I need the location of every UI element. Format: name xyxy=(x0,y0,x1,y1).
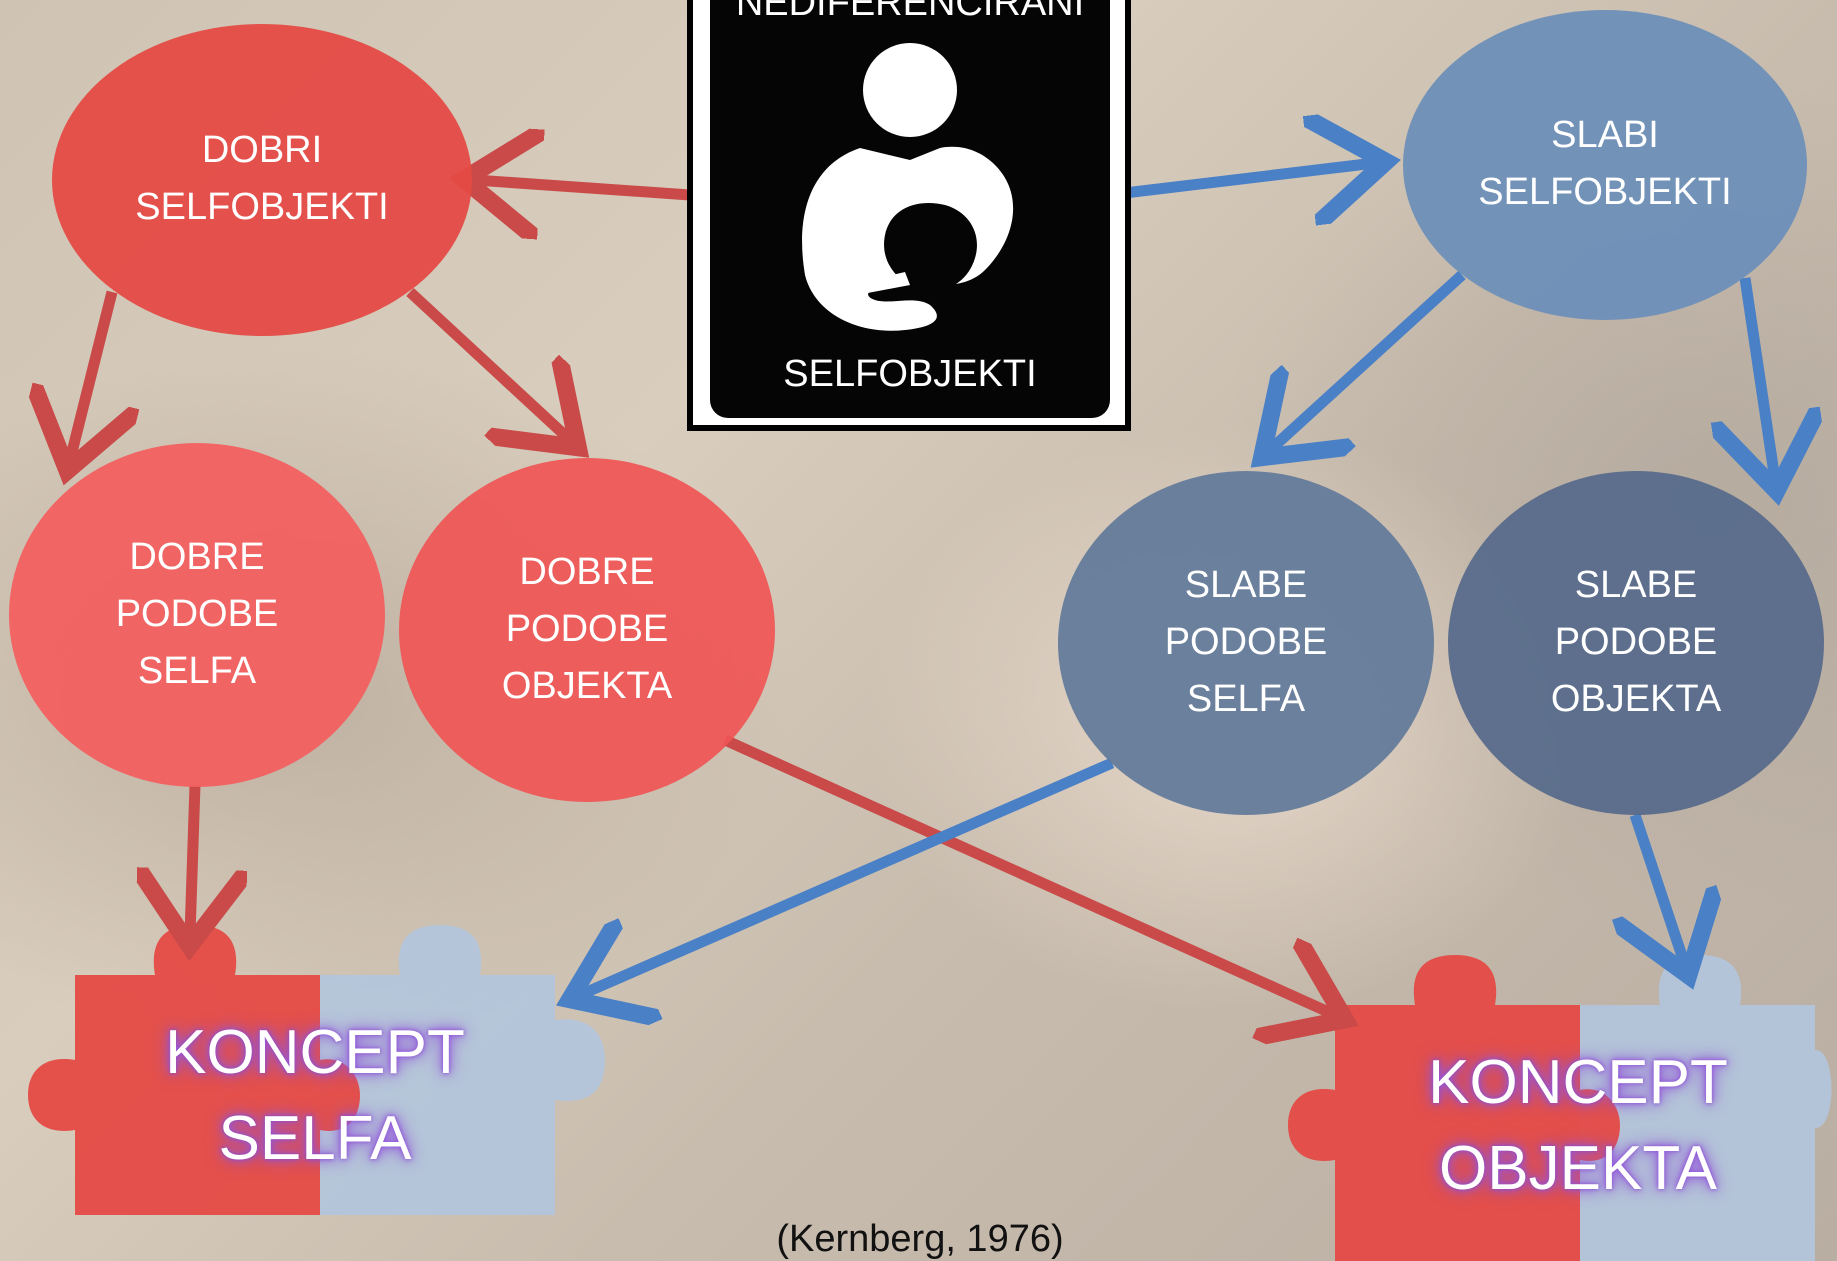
node-dobre-podobe-selfa xyxy=(9,443,385,787)
arrow-dobri-to-dobre-selfa xyxy=(70,290,112,460)
arrow-box-to-slabi xyxy=(1124,163,1375,193)
node-slabe-podobe-selfa xyxy=(1058,471,1434,815)
top-box-title: NEDIFERENCIRANI xyxy=(735,0,1085,24)
arrow-slabe-selfa-to-koncept-selfa xyxy=(580,757,1115,995)
label-koncept-objekta: KONCEPT OBJEKTA xyxy=(1378,1040,1778,1212)
label-line: DOBRI xyxy=(201,129,323,171)
label-line: SLABE xyxy=(1184,564,1308,606)
label-line: OBJEKTA xyxy=(1439,1134,1717,1203)
label-slabe-podobe-selfa: SLABE PODOBE SELFA xyxy=(1096,557,1396,728)
label-line: SELFOBJEKTI xyxy=(135,186,389,228)
label-line: DOBRE xyxy=(519,551,655,593)
arrow-box-to-dobri xyxy=(475,180,691,195)
label-line: DOBRE xyxy=(129,536,265,578)
node-dobre-podobe-objekta xyxy=(399,458,775,802)
label-line: PODOBE xyxy=(1554,621,1718,663)
label-line: SELFA xyxy=(1186,678,1306,720)
node-slabe-podobe-objekta xyxy=(1448,471,1824,815)
puzzle-piece-red-right xyxy=(1288,955,1620,1261)
label-slabe-podobe-objekta: SLABE PODOBE OBJEKTA xyxy=(1486,557,1786,728)
puzzle-koncept-selfa xyxy=(28,925,605,1215)
puzzle-piece-blue-left xyxy=(320,925,605,1215)
label-line: PODOBE xyxy=(505,608,669,650)
arrow-dobre-selfa-to-koncept-selfa xyxy=(190,784,195,935)
arrow-slabi-to-slabe-selfa xyxy=(1270,270,1466,450)
label-slabi-selfobjekti: SLABI SELFOBJEKTI xyxy=(1435,107,1775,221)
puzzle-koncept-objekta xyxy=(1288,955,1832,1261)
label-line: KONCEPT xyxy=(1428,1048,1728,1117)
label-line: SLABI xyxy=(1551,114,1659,156)
top-box-subtitle: SELFOBJEKTI xyxy=(783,353,1037,395)
arrow-slabi-to-slabe-objekta xyxy=(1745,277,1775,480)
node-slabi-selfobjekti xyxy=(1403,10,1807,320)
arrow-dobri-to-dobre-objekta xyxy=(406,287,570,440)
label-dobri-selfobjekti: DOBRI SELFOBJEKTI xyxy=(92,122,432,236)
puzzle-piece-blue-right xyxy=(1580,955,1832,1261)
label-line: OBJEKTA xyxy=(1550,678,1722,720)
label-line: KONCEPT xyxy=(165,1018,465,1087)
label-line: SLABE xyxy=(1574,564,1698,606)
label-line: PODOBE xyxy=(115,593,279,635)
arrow-slabe-objekta-to-koncept-objekta xyxy=(1635,813,1685,965)
label-dobre-podobe-selfa: DOBRE PODOBE SELFA xyxy=(47,529,347,700)
label-line: SELFA xyxy=(218,1104,412,1173)
label-line: OBJEKTA xyxy=(501,665,673,707)
top-box xyxy=(687,0,1131,431)
label-koncept-selfa: KONCEPT SELFA xyxy=(115,1010,515,1182)
puzzle-piece-red-left xyxy=(28,925,360,1215)
label-line: PODOBE xyxy=(1164,621,1328,663)
label-line: SELFOBJEKTI xyxy=(1478,171,1732,213)
node-dobri-selfobjekti xyxy=(52,24,472,336)
arrow-dobre-objekta-to-koncept-objekta xyxy=(722,734,1335,1015)
label-dobre-podobe-objekta: DOBRE PODOBE OBJEKTA xyxy=(437,544,737,715)
breastfeeding-icon xyxy=(802,43,1014,331)
label-line: SELFA xyxy=(137,650,257,692)
citation: (Kernberg, 1976) xyxy=(776,1218,1064,1260)
